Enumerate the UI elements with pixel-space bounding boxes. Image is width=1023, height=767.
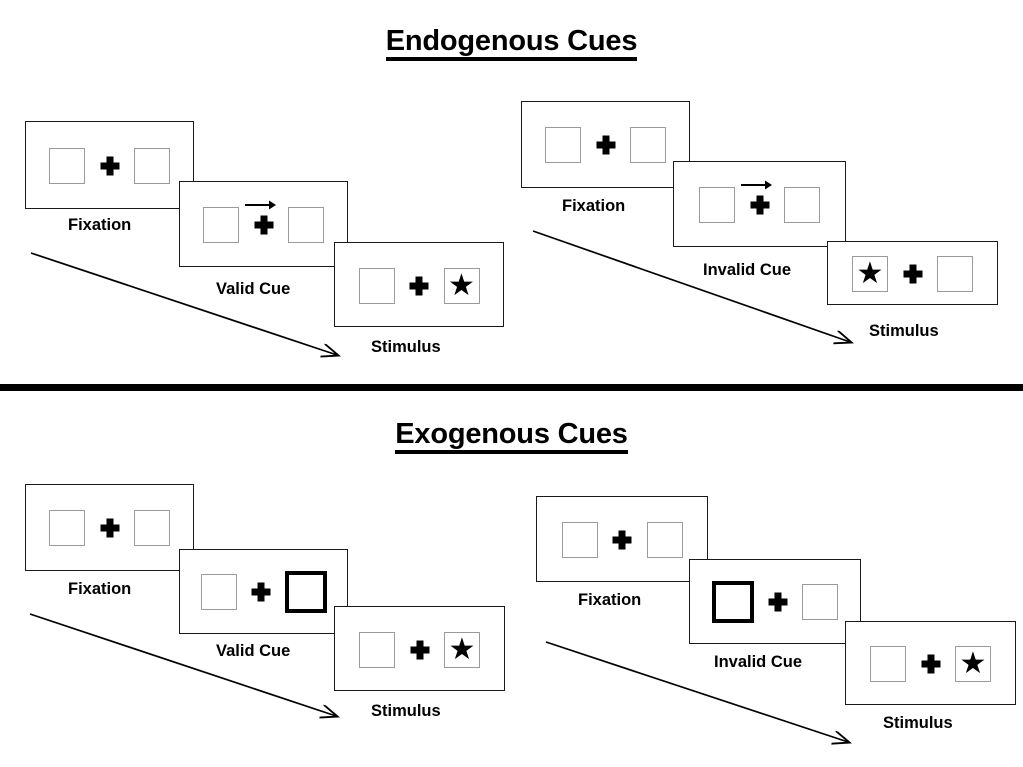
frame-caption-valid-cue-endo: Valid Cue — [216, 280, 291, 298]
fixation-cross-icon — [612, 530, 632, 550]
placeholder-box-left[interactable] — [359, 632, 395, 668]
fixation-cross-icon — [409, 276, 429, 296]
frame-caption-stimulus-endo-invalid: Stimulus — [869, 322, 939, 340]
frame-content-row — [26, 142, 193, 190]
frame-caption-stimulus-endo-valid: Stimulus — [371, 338, 441, 356]
placeholder-box-left[interactable] — [200, 574, 237, 610]
placeholder-box-right[interactable] — [288, 207, 324, 243]
frame-content-row — [537, 516, 707, 564]
fixation-cross-icon — [410, 640, 429, 660]
fixation-cross-icon — [100, 156, 119, 176]
frame-content-row: ★ — [828, 250, 997, 298]
trial-frame-stimulus-exo-valid[interactable]: ★ — [334, 606, 505, 691]
time-progression-arrow-endogenous-valid — [30, 252, 355, 370]
placeholder-box-right[interactable] — [134, 510, 170, 546]
frame-caption-stimulus-exo-invalid: Stimulus — [883, 714, 953, 732]
fixation-cross-icon — [251, 582, 271, 602]
time-progression-arrow-endogenous-invalid — [532, 230, 868, 355]
frame-caption-fixation-endo-valid: Fixation — [68, 216, 132, 234]
placeholder-box-left[interactable] — [49, 148, 85, 184]
section-title-exogenous-text: Exogenous Cues — [395, 420, 628, 454]
frame-content-row — [180, 568, 347, 616]
trial-frame-stimulus-endo-invalid[interactable]: ★ — [827, 241, 998, 305]
trial-frame-fixation-exo-invalid[interactable] — [536, 496, 708, 582]
section-title-endogenous: Endogenous Cues — [0, 25, 1023, 61]
frame-content-row — [674, 181, 845, 229]
placeholder-box-right[interactable] — [937, 256, 973, 292]
trial-frame-fixation-exo-valid[interactable] — [25, 484, 194, 571]
placeholder-box-right[interactable] — [630, 127, 666, 163]
fixation-cross-icon — [100, 518, 119, 538]
fixation-cross-icon — [254, 215, 273, 235]
trial-frame-fixation-endo-invalid[interactable] — [521, 101, 690, 188]
frame-content-row — [180, 201, 347, 249]
placeholder-box-left[interactable] — [561, 522, 598, 558]
frame-caption-invalid-cue-endo: Invalid Cue — [703, 261, 792, 279]
frame-content-row: ★ — [846, 640, 1015, 688]
trial-frame-invalid-cue-exo[interactable] — [689, 559, 861, 644]
frame-caption-fixation-exo-invalid: Fixation — [578, 591, 642, 609]
placeholder-box-right[interactable] — [784, 187, 820, 223]
star-target-icon: ★ — [448, 269, 475, 302]
arrow-right-cue-icon — [741, 180, 772, 190]
trial-frame-valid-cue-endo[interactable] — [179, 181, 348, 267]
star-target-icon: ★ — [959, 647, 987, 680]
placeholder-box-left-target[interactable]: ★ — [852, 256, 888, 292]
fixation-cross-icon — [768, 592, 787, 612]
fixation-cross-icon — [596, 135, 615, 155]
section-title-endogenous-text: Endogenous Cues — [385, 27, 637, 61]
frame-content-row — [26, 504, 193, 552]
frame-caption-invalid-cue-exo: Invalid Cue — [714, 653, 803, 671]
fixation-cross-icon — [903, 264, 922, 284]
frame-content-row — [690, 578, 860, 626]
placeholder-box-right-target[interactable]: ★ — [443, 268, 480, 304]
trial-frame-stimulus-endo-valid[interactable]: ★ — [334, 242, 504, 327]
placeholder-box-right[interactable] — [646, 522, 683, 558]
placeholder-box-left[interactable] — [870, 646, 906, 682]
placeholder-box-left[interactable] — [203, 207, 239, 243]
trial-frame-invalid-cue-endo[interactable] — [673, 161, 846, 247]
frame-caption-stimulus-exo-valid: Stimulus — [371, 702, 441, 720]
placeholder-box-left-cued[interactable] — [712, 581, 754, 623]
arrow-right-cue-icon — [245, 200, 276, 210]
placeholder-box-left[interactable] — [49, 510, 85, 546]
trial-frame-valid-cue-exo[interactable] — [179, 549, 348, 634]
placeholder-box-right[interactable] — [134, 148, 170, 184]
section-divider — [0, 384, 1023, 391]
frame-caption-fixation-exo-valid: Fixation — [68, 580, 132, 598]
frame-content-row: ★ — [335, 626, 504, 674]
star-target-icon: ★ — [448, 633, 476, 666]
frame-content-row: ★ — [335, 262, 503, 310]
section-title-exogenous: Exogenous Cues — [0, 418, 1023, 454]
placeholder-box-right-cued[interactable] — [284, 571, 327, 613]
placeholder-box-left[interactable] — [358, 268, 395, 304]
frame-content-row — [522, 121, 689, 169]
frame-caption-fixation-endo-invalid: Fixation — [562, 197, 626, 215]
fixation-cross-icon — [921, 654, 940, 674]
placeholder-box-right[interactable] — [802, 584, 838, 620]
trial-frame-fixation-endo-valid[interactable] — [25, 121, 194, 209]
fixation-cross-icon — [750, 195, 769, 215]
time-progression-arrow-exogenous-invalid — [545, 641, 870, 756]
placeholder-box-left[interactable] — [545, 127, 581, 163]
frame-caption-valid-cue-exo: Valid Cue — [216, 642, 291, 660]
time-progression-arrow-exogenous-valid — [29, 613, 354, 733]
trial-frame-stimulus-exo-invalid[interactable]: ★ — [845, 621, 1016, 705]
placeholder-box-left[interactable] — [699, 187, 735, 223]
placeholder-box-right-target[interactable]: ★ — [955, 646, 991, 682]
placeholder-box-right-target[interactable]: ★ — [444, 632, 480, 668]
star-target-icon: ★ — [856, 257, 884, 290]
